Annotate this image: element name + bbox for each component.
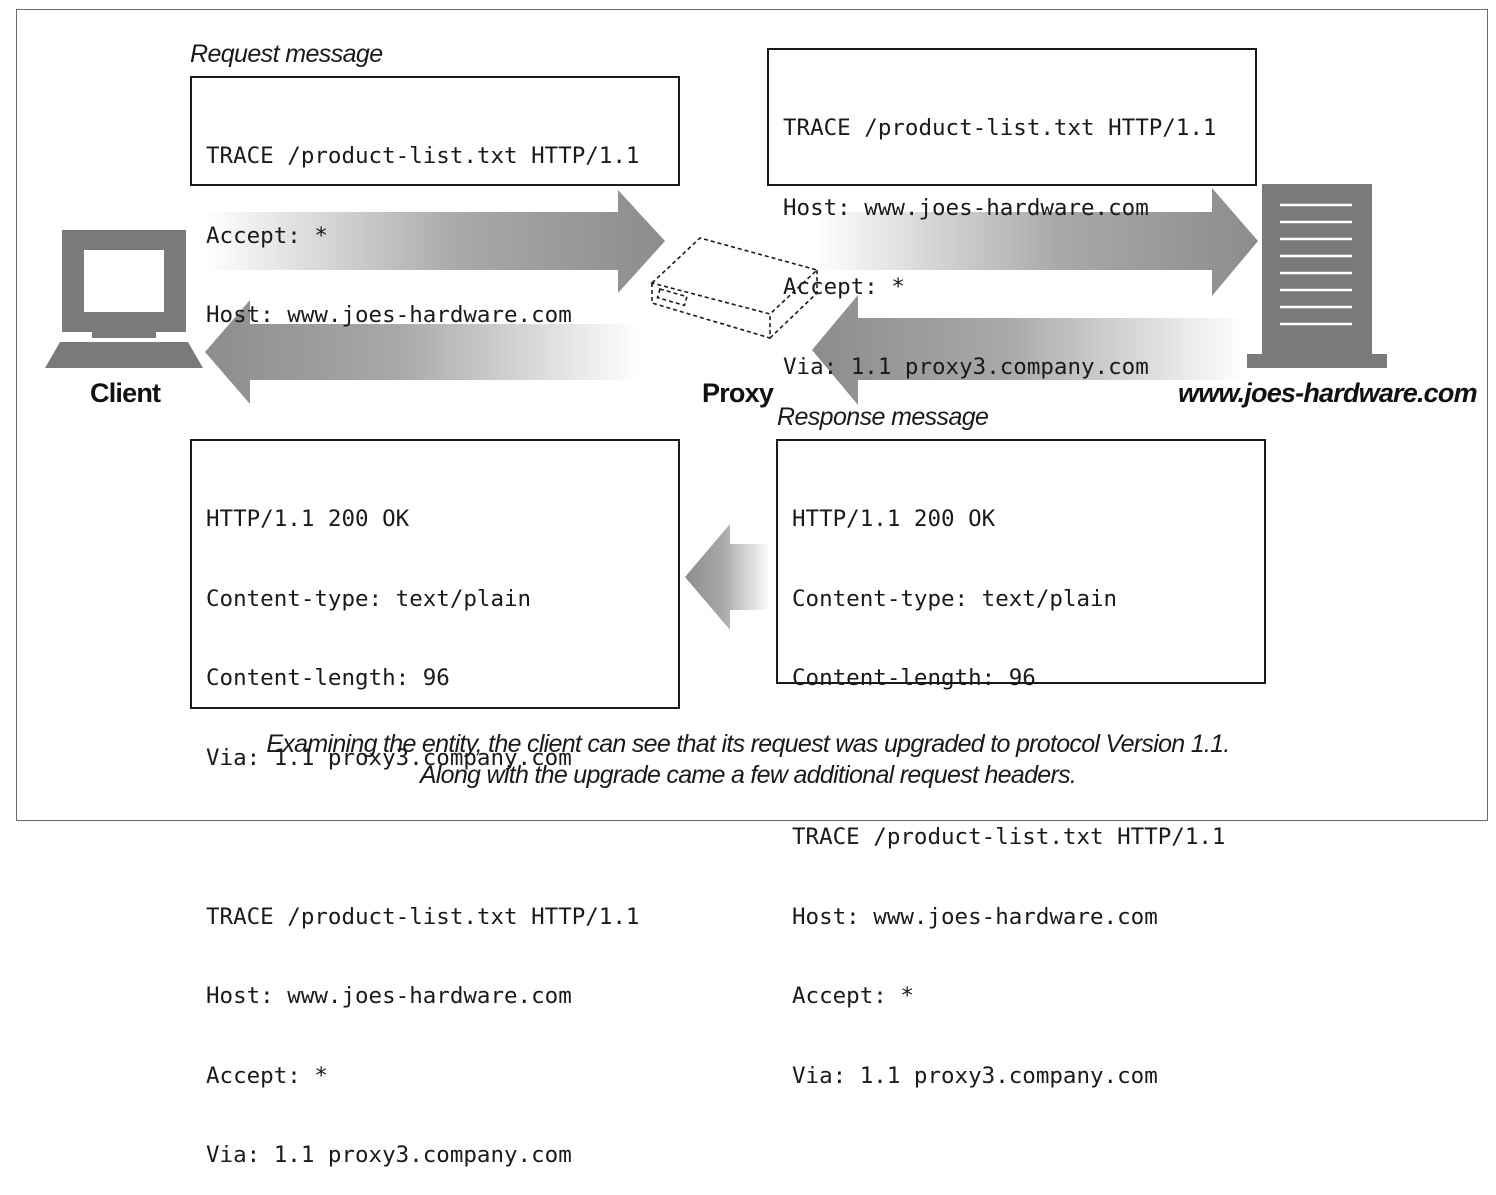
server-response-box: HTTP/1.1 200 OK Content-type: text/plain… [776,439,1266,1089]
message-line: Content-length: 96 [206,665,450,691]
client-label: Client [90,378,161,408]
figure-caption: Examining the entity, the client can see… [30,729,1466,791]
message-line: TRACE /product-list.txt HTTP/1.1 [206,143,640,169]
client-response-box: HTTP/1.1 200 OK Content-type: text/plain… [190,439,680,1168]
proxy-request-box: TRACE /product-list.txt HTTP/1.1 Host: w… [767,48,1257,380]
client-request-box: TRACE /product-list.txt HTTP/1.1 Accept:… [190,76,680,328]
server-label: www.joes-hardware.com [1178,378,1478,408]
proxy-label: Proxy [702,378,774,408]
message-line: Accept: * [792,983,914,1009]
message-line: TRACE /product-list.txt HTTP/1.1 [783,115,1217,141]
message-line: Host: www.joes-hardware.com [783,194,1149,221]
message-line: Accept: * [783,274,905,300]
message-line: Content-type: text/plain [206,585,532,612]
request-message-label: Request message [190,40,383,68]
message-line: HTTP/1.1 200 OK [206,506,410,532]
message-line: Via: 1.1 proxy3.company.com [206,1142,572,1168]
figure-frame [16,9,1488,821]
response-message-label: Response message [777,403,989,431]
message-line: TRACE /product-list.txt HTTP/1.1 [206,903,640,930]
caption-line: Along with the upgrade came a few additi… [419,761,1077,789]
message-line: Accept: * [206,1062,328,1089]
message-line: Host: www.joes-hardware.com [792,903,1158,930]
diagram-art [45,184,1387,630]
computer-icon [45,230,203,368]
message-line: Via: 1.1 proxy3.company.com [792,1062,1158,1089]
message-line: Host: www.joes-hardware.com [206,302,572,328]
proxy-box-icon [650,237,819,340]
response-arrow-small [685,524,770,630]
server-icon [1247,184,1387,368]
message-line: Via: 1.1 proxy3.company.com [783,353,1149,380]
message-line: Content-type: text/plain [792,585,1118,612]
message-line: Via: 1.1 proxy3.company.com [206,744,572,771]
request-arrow-proxy-to-server [815,188,1258,296]
caption-line: Examining the entity, the client can see… [266,730,1230,758]
message-line: Host: www.joes-hardware.com [206,983,572,1009]
request-arrow-client-to-proxy [205,190,665,293]
message-line: Content-length: 96 [792,665,1036,691]
response-arrow-proxy-to-client [205,300,640,404]
message-line: Accept: * [206,222,328,249]
message-line: TRACE /product-list.txt HTTP/1.1 [792,824,1226,850]
response-arrow-server-to-proxy [812,295,1245,405]
blank-line [206,824,678,851]
message-line: HTTP/1.1 200 OK [792,506,996,532]
